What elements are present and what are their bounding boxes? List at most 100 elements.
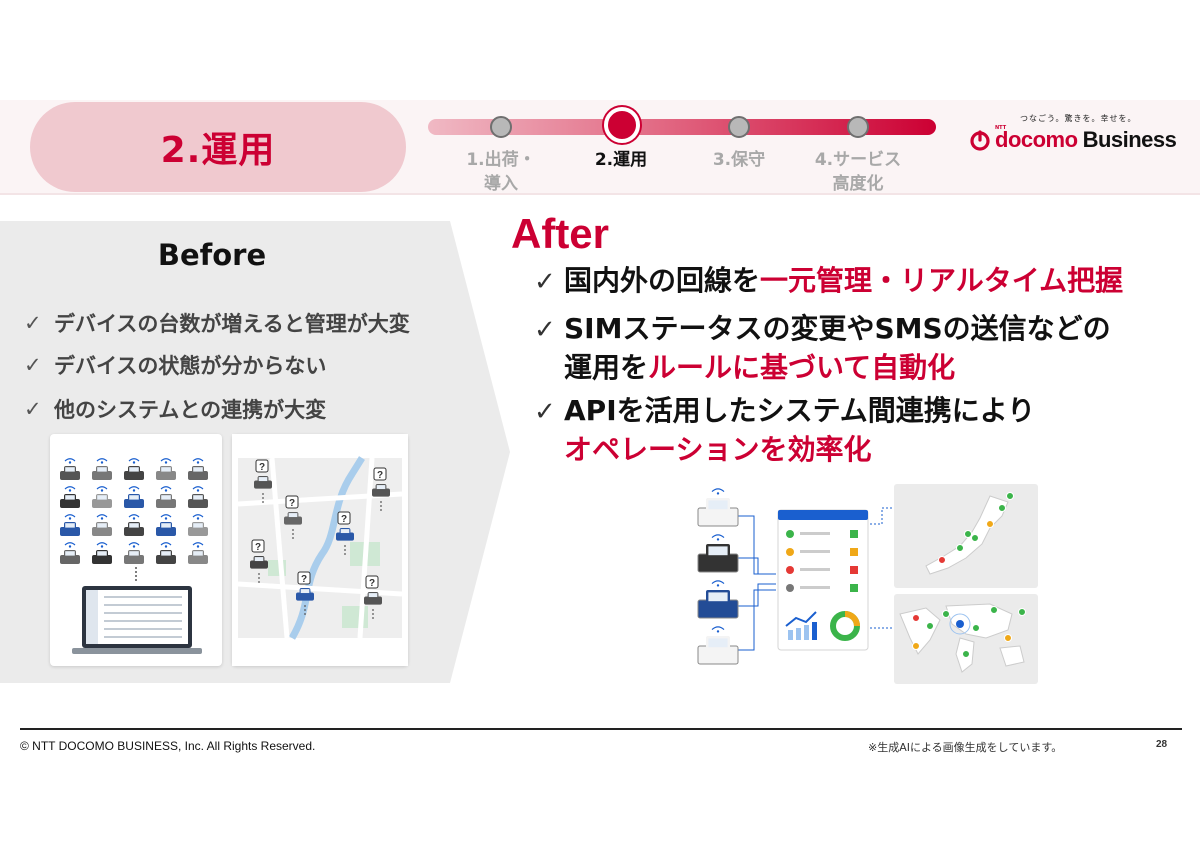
after-item-3-highlight: オペレーションを効率化 (564, 433, 872, 466)
dashboard-graphs-icon (785, 611, 860, 641)
ai-generated-note: ※生成AIによる画像生成をしています。 (868, 741, 1063, 754)
step-dot-3 (728, 116, 750, 138)
location-pin-icon (1006, 492, 1014, 500)
car-fleet-icon (60, 458, 208, 654)
step-label-4-line1: 4.サービス (814, 150, 902, 170)
location-pin-icon (986, 520, 994, 528)
svg-text:?: ? (341, 514, 347, 525)
location-pin-icon (1004, 634, 1012, 642)
car-icon (188, 522, 208, 536)
location-pin-icon (990, 606, 998, 614)
car-icon (60, 466, 80, 480)
car-icon (364, 592, 382, 605)
wifi-icon (160, 486, 172, 492)
car-icon (188, 550, 208, 564)
step-dot-4 (847, 116, 869, 138)
after-item-1-highlight: 一元管理・リアルタイム把握 (760, 264, 1124, 297)
location-pin-icon (938, 556, 946, 564)
before-item-2: ✓ デバイスの状態が分からない (24, 350, 326, 380)
car-icon (697, 636, 739, 665)
after-item-2-line2: 運用をルールに基づいて自動化 (534, 349, 1111, 387)
step-dot-1 (490, 116, 512, 138)
step-label-3-line1: 3.保守 (712, 150, 766, 170)
question-bubble-icon: ? (297, 571, 311, 585)
wifi-icon (96, 514, 108, 520)
wifi-icon (64, 486, 76, 492)
step-label-3: 3.保守 (684, 148, 794, 172)
car-icon (124, 522, 144, 536)
car-icon (284, 512, 302, 525)
location-pin-icon (942, 610, 950, 618)
location-pin-icon (912, 614, 920, 622)
wifi-icon (711, 626, 725, 633)
after-item-2-line2-text: 運用を (564, 351, 649, 384)
copyright-text: © NTT DOCOMO BUSINESS, Inc. All Rights R… (20, 739, 316, 753)
step-label-1-line2: 導入 (484, 174, 518, 194)
step-label-2-line1: 2.運用 (594, 150, 648, 170)
car-icon (156, 466, 176, 480)
connected-cars-dashboard-map-illustration (697, 484, 1038, 684)
logo-business-text: Business (1082, 127, 1177, 152)
svg-text:?: ? (301, 574, 307, 585)
progress-track (428, 119, 936, 135)
car-icon (92, 550, 112, 564)
footer-divider (20, 728, 1182, 730)
car-icon (92, 522, 112, 536)
car-icon (156, 494, 176, 508)
car-fleet-laptop-illustration (50, 434, 222, 666)
question-bubble-icon: ? (373, 467, 387, 481)
wifi-icon (128, 458, 140, 464)
check-icon: ✓ (534, 267, 556, 297)
after-item-2-highlight: ルールに基づいて自動化 (648, 351, 956, 384)
wifi-icon (128, 542, 140, 548)
wifi-icon (192, 486, 204, 492)
wifi-icon (711, 488, 725, 495)
status-list-icon (786, 530, 858, 592)
wifi-icon (128, 486, 140, 492)
car-icon (156, 550, 176, 564)
check-icon: ✓ (24, 353, 42, 377)
wifi-icon (96, 486, 108, 492)
laptop-icon (72, 586, 202, 654)
car-icon (188, 466, 208, 480)
location-pin-icon (971, 534, 979, 542)
section-title-pill: 2.運用 (30, 102, 406, 192)
check-icon: ✓ (24, 311, 42, 335)
step-label-1-line1: 1.出荷・ (466, 150, 536, 170)
step-label-4: 4.サービス 高度化 (798, 148, 918, 196)
car-icon (124, 466, 144, 480)
location-pin-icon (964, 530, 972, 538)
docomo-power-icon (970, 130, 990, 151)
header-band-divider (0, 193, 1200, 195)
after-item-2-line1: SIMステータスの変更やSMSの送信などの (564, 312, 1111, 345)
question-bubble-icon: ? (251, 539, 265, 553)
location-pin-icon (1018, 608, 1026, 616)
logo-docomo-text: docomo (995, 127, 1078, 152)
step-dot-2-active (604, 107, 640, 143)
before-item-3: ✓ 他のシステムとの連携が大変 (24, 394, 326, 424)
section-title: 2.運用 (160, 130, 276, 171)
car-icon (188, 494, 208, 508)
location-pin-icon (956, 544, 964, 552)
after-item-1-text: 国内外の回線を (564, 264, 761, 297)
car-icon (250, 556, 268, 569)
wifi-icon (711, 534, 725, 541)
wifi-icon (64, 542, 76, 548)
check-icon: ✓ (24, 397, 42, 421)
before-item-1-text: デバイスの台数が増えると管理が大変 (54, 312, 410, 336)
car-icon (156, 522, 176, 536)
step-label-4-line2: 高度化 (832, 174, 884, 194)
world-map-icon (894, 594, 1038, 684)
wifi-icon (128, 514, 140, 520)
car-icon (336, 528, 354, 541)
question-bubble-icon: ? (365, 575, 379, 589)
before-item-3-text: 他のシステムとの連携が大変 (54, 398, 327, 422)
city-map-unknown-cars-illustration: ??????? (232, 434, 408, 666)
svg-text:?: ? (369, 578, 375, 589)
svg-text:?: ? (259, 462, 265, 473)
logo-ntt-mark: NTT (995, 125, 1007, 131)
location-pin-icon (998, 504, 1006, 512)
question-bubble-icon: ? (255, 459, 269, 473)
wifi-icon (64, 514, 76, 520)
location-pin-icon (926, 622, 934, 630)
